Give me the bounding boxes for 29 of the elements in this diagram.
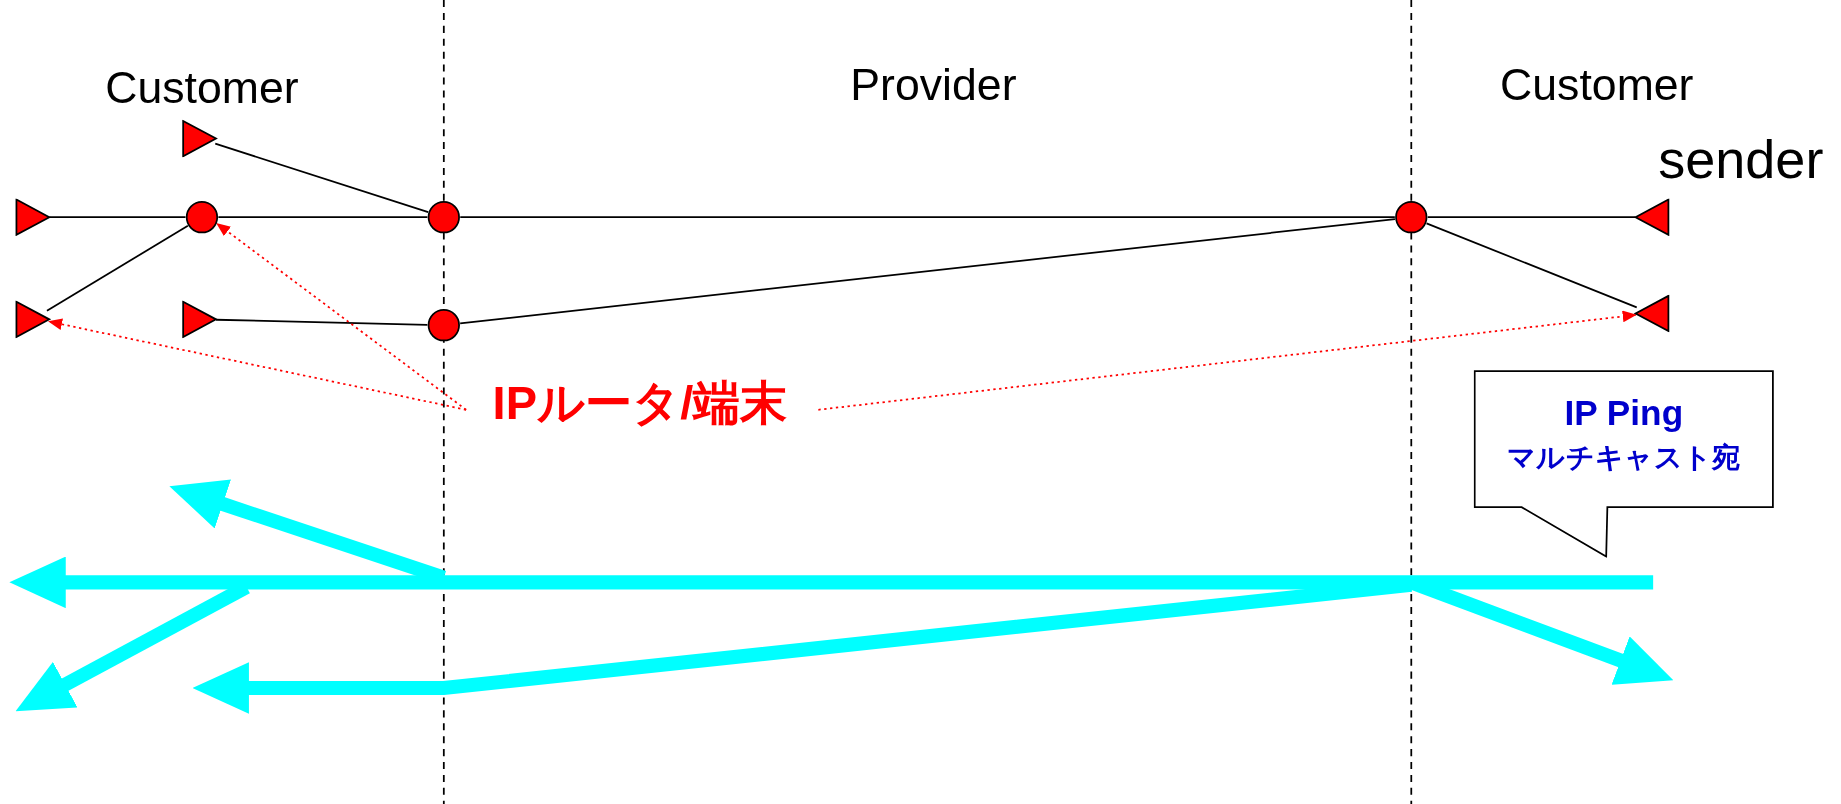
speech-bubble <box>1473 369 1775 558</box>
link-line <box>217 216 429 219</box>
node-caption: sender <box>1658 132 1824 187</box>
terminal-triangle <box>14 300 52 339</box>
router-circle <box>183 198 221 236</box>
terminal-triangle <box>1633 198 1671 236</box>
link-line <box>46 224 189 312</box>
link-line <box>215 318 429 326</box>
link-line <box>459 218 1396 325</box>
link-line <box>459 216 1396 219</box>
region-label: Customer <box>1499 62 1695 107</box>
router-circle <box>425 306 463 344</box>
callout-text: マルチキャスト宛 <box>1505 442 1742 474</box>
link-line <box>1426 216 1637 219</box>
link-line <box>1425 222 1638 309</box>
callout-title: IP Ping <box>1563 393 1685 433</box>
callout-label: IPルータ/端末 <box>475 378 805 428</box>
region-label: Provider <box>849 62 1018 107</box>
link-line <box>48 216 187 219</box>
region-label: Customer <box>104 65 300 111</box>
terminal-triangle <box>1633 294 1671 333</box>
leader-line <box>817 310 1637 411</box>
terminal-triangle <box>180 300 219 339</box>
link-line <box>214 142 430 214</box>
terminal-triangle <box>180 119 219 158</box>
terminal-triangle <box>14 198 52 236</box>
leader-line <box>216 222 467 411</box>
router-circle <box>425 198 463 236</box>
leader-line <box>48 318 467 411</box>
